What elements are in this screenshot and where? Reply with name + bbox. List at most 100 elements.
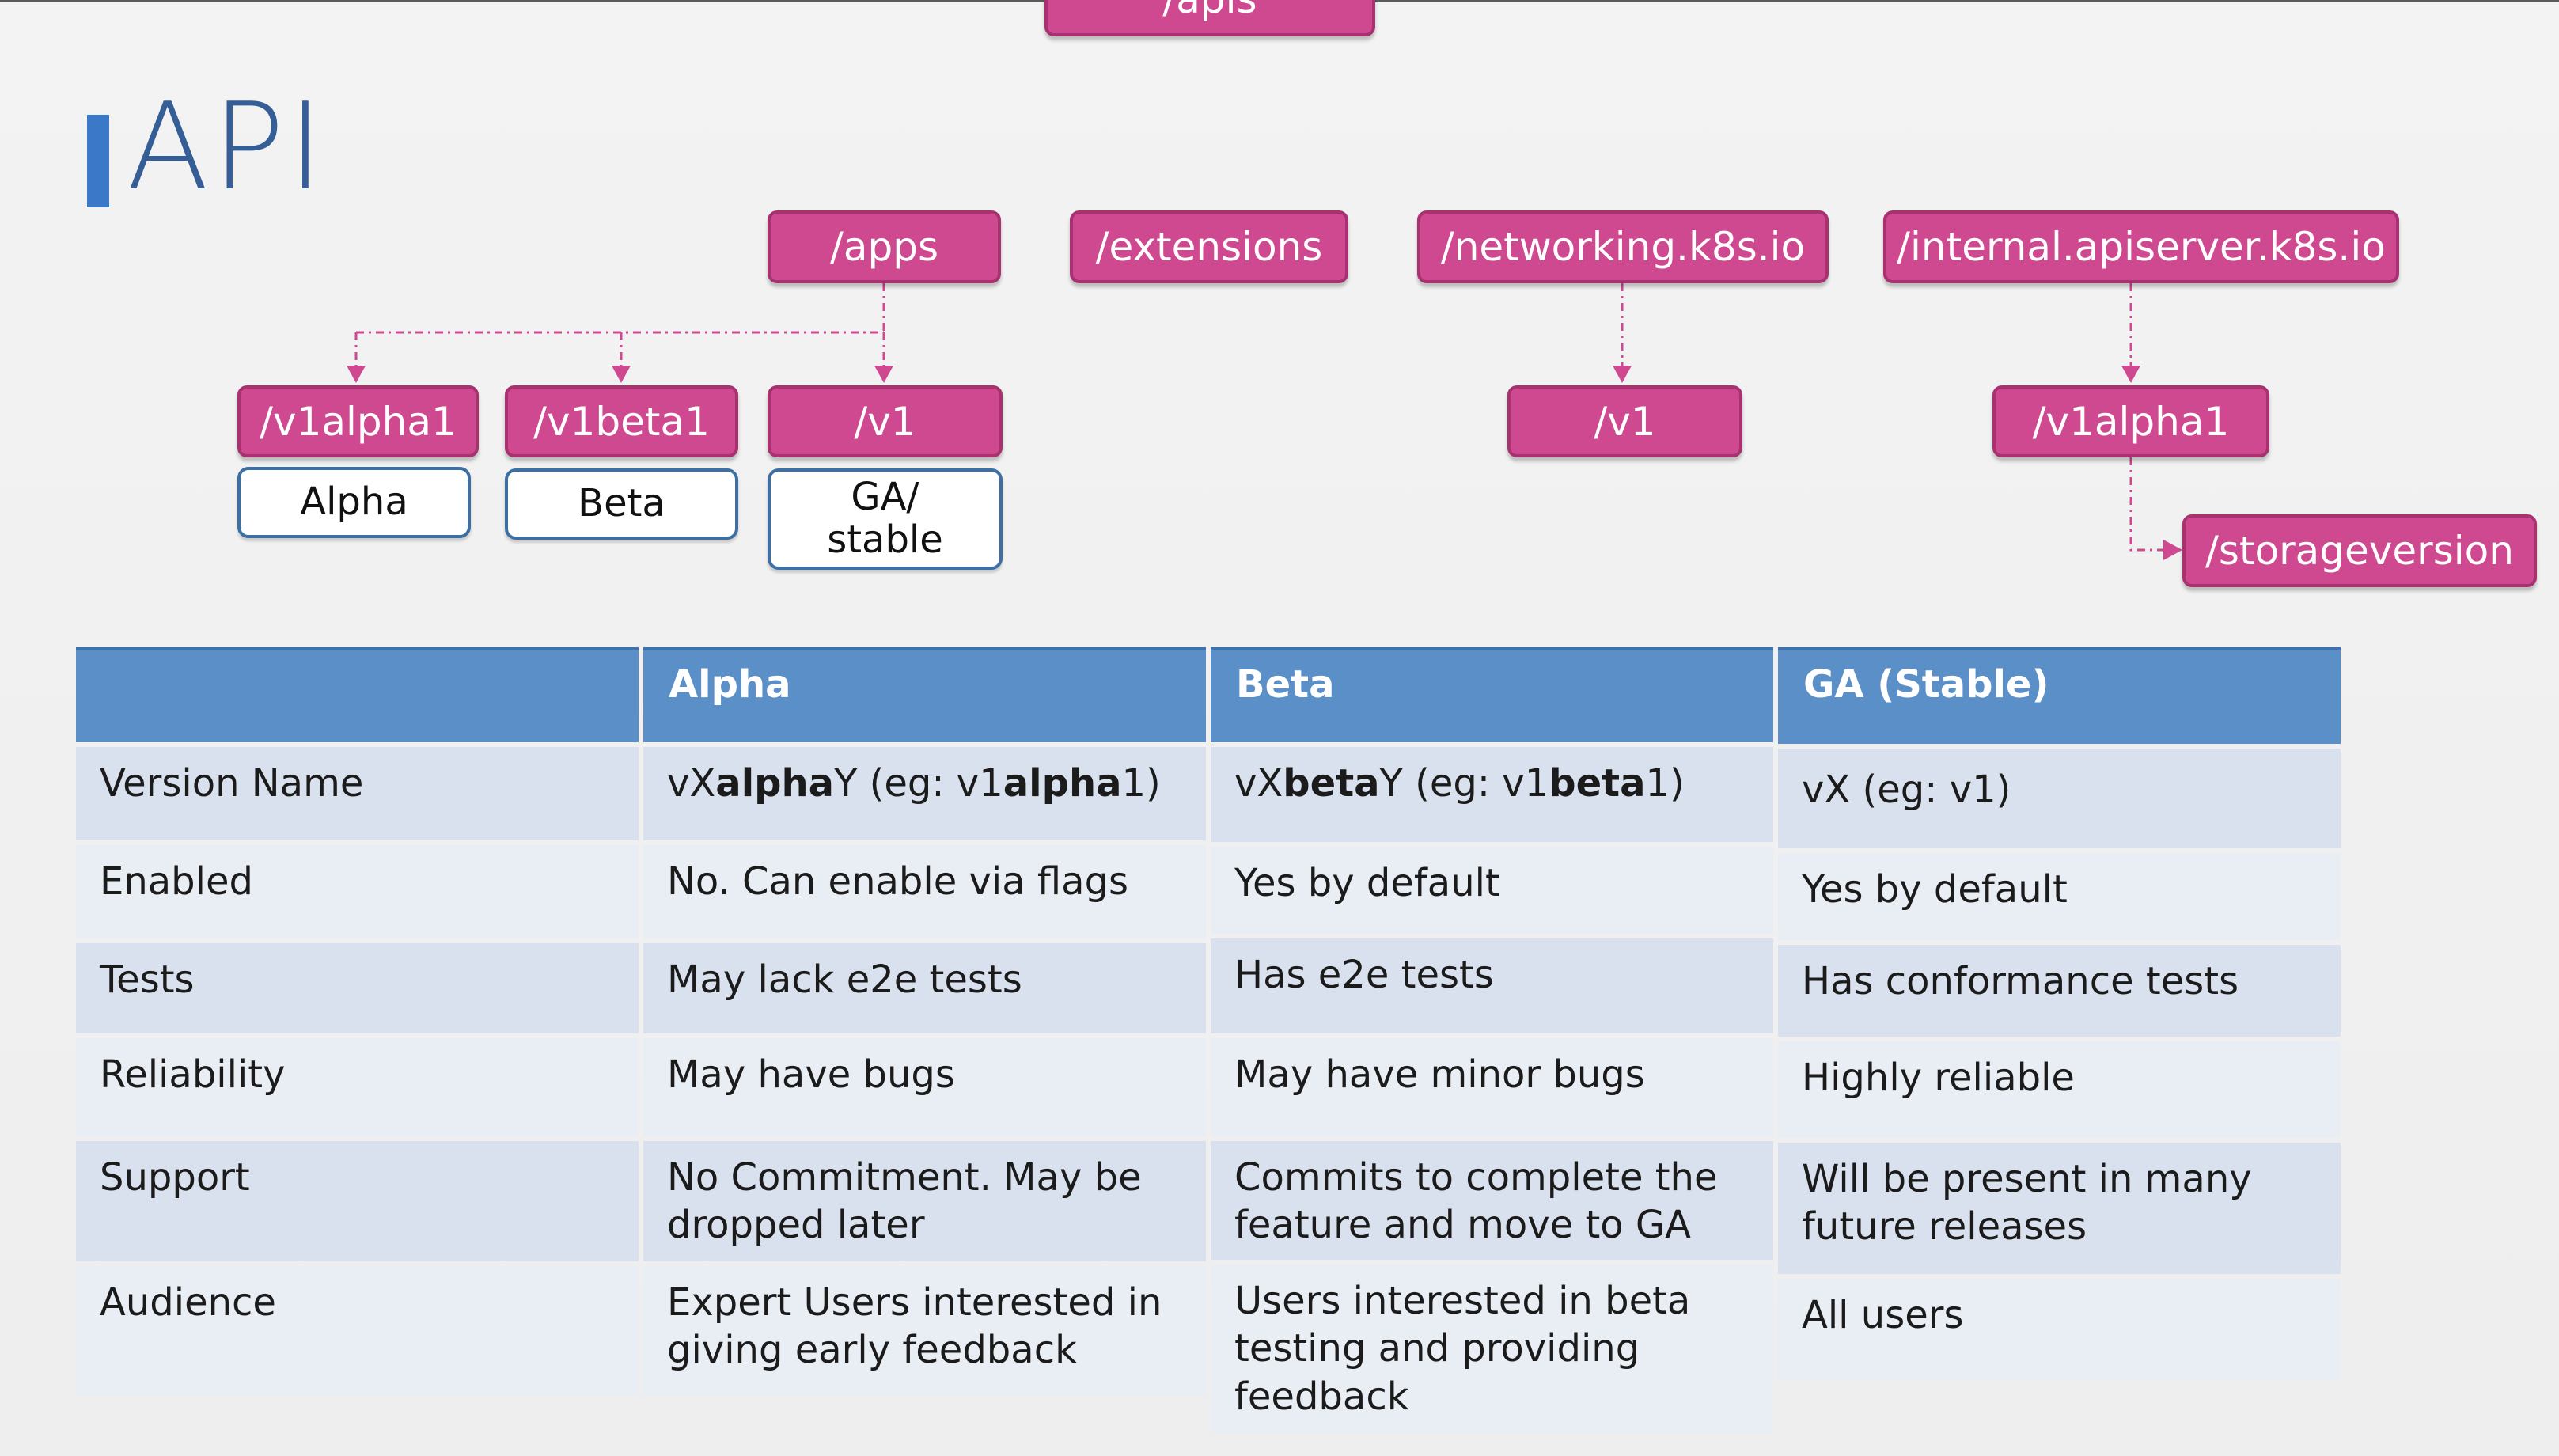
node-apps: /apps (768, 210, 1001, 283)
cell-beta-reliability-text: May have minor bugs (1234, 1052, 1645, 1097)
row-label-support-text: Support (100, 1155, 250, 1200)
cell-beta-support-line1: Commits to complete the (1234, 1155, 1718, 1200)
label-alpha-text: Alpha (300, 480, 408, 525)
cell-beta-vn-b: beta (1283, 761, 1380, 806)
row-label-tests-text: Tests (100, 957, 195, 1002)
node-apis-root: /apis (1044, 0, 1375, 36)
arrow-v1alpha1 (347, 366, 366, 383)
node-internal-apiserver-label: /internal.apiserver.k8s.io (1897, 224, 2386, 270)
cell-ga-support-line2: future releases (1802, 1204, 2087, 1249)
node-extensions-label: /extensions (1095, 224, 1323, 270)
label-ga-stable: GA/ stable (768, 468, 1003, 570)
node-networking-label: /networking.k8s.io (1440, 224, 1806, 270)
cell-ga-support-line1: Will be present in many (1802, 1157, 2252, 1201)
node-internal-v1alpha1: /v1alpha1 (1992, 385, 2269, 457)
table-header-alpha: Alpha (643, 647, 1206, 742)
cell-alpha-audience: Expert Users interested in giving early … (643, 1266, 1206, 1396)
row-label-tests: Tests (76, 943, 639, 1033)
cell-beta-tests: Has e2e tests (1211, 938, 1773, 1033)
node-storageversion-label: /storageversion (2205, 528, 2514, 574)
node-apps-label: /apps (829, 224, 938, 270)
row-label-reliability-text: Reliability (100, 1052, 286, 1097)
cell-ga-audience: All users (1778, 1279, 2341, 1380)
cell-ga-version-name: vX (eg: v1) (1778, 749, 2341, 848)
cell-ga-support: Will be present in many future releases (1778, 1143, 2341, 1274)
arrow-networking-v1 (1613, 366, 1632, 383)
table-header-beta-label: Beta (1236, 662, 1335, 707)
cell-beta-enabled: Yes by default (1211, 847, 1773, 934)
cell-beta-vn-a: vX (1234, 761, 1283, 806)
table-header-alpha-label: Alpha (669, 662, 791, 707)
cell-alpha-vn-b: alpha (715, 761, 835, 806)
cell-ga-reliability: Highly reliable (1778, 1041, 2341, 1138)
cell-beta-audience: Users interested in beta testing and pro… (1211, 1265, 1773, 1434)
node-internal-apiserver: /internal.apiserver.k8s.io (1883, 210, 2399, 283)
node-internal-v1alpha1-label: /v1alpha1 (2032, 398, 2230, 445)
table-header-ga: GA (Stable) (1778, 647, 2341, 744)
slide-title: API (127, 77, 327, 217)
cell-beta-tests-text: Has e2e tests (1234, 953, 1494, 997)
cell-alpha-reliability: May have bugs (643, 1038, 1206, 1136)
cell-alpha-reliability-text: May have bugs (667, 1052, 955, 1097)
row-label-audience: Audience (76, 1266, 639, 1396)
arrow-storageversion (2163, 540, 2182, 560)
cell-beta-support: Commits to complete the feature and move… (1211, 1141, 1773, 1260)
cell-ga-reliability-text: Highly reliable (1802, 1056, 2075, 1100)
cell-alpha-vn-e: 1) (1121, 761, 1161, 806)
cell-alpha-vn-d: alpha (1003, 761, 1122, 806)
cell-alpha-enabled: No. Can enable via flags (643, 845, 1206, 938)
connector-v1alpha1-to-storageversion (2129, 457, 2171, 554)
cell-beta-support-line2: feature and move to GA (1234, 1203, 1691, 1248)
node-apps-v1: /v1 (768, 385, 1003, 457)
cell-alpha-support: No Commitment. May be dropped later (643, 1141, 1206, 1261)
table-header-ga-label: GA (Stable) (1803, 662, 2049, 707)
row-label-version-name: Version Name (76, 747, 639, 840)
cell-alpha-version-name: vXalphaY (eg: v1alpha1) (643, 747, 1206, 840)
row-label-reliability: Reliability (76, 1038, 639, 1136)
cell-beta-vn-d: beta (1549, 761, 1646, 806)
cell-beta-audience-line3: feedback (1234, 1374, 1409, 1419)
node-networking: /networking.k8s.io (1417, 210, 1829, 283)
node-apis-label: /apis (1162, 0, 1257, 22)
cell-alpha-support-line2: dropped later (667, 1203, 925, 1248)
row-label-audience-text: Audience (100, 1280, 276, 1325)
node-apps-v1alpha1-label: /v1alpha1 (260, 398, 457, 445)
row-label-support: Support (76, 1141, 639, 1261)
arrow-v1 (874, 366, 893, 383)
cell-alpha-enabled-text: No. Can enable via flags (667, 859, 1129, 904)
cell-ga-enabled-text: Yes by default (1802, 867, 2068, 912)
cell-beta-audience-line1: Users interested in beta (1234, 1279, 1691, 1323)
node-extensions: /extensions (1070, 210, 1348, 283)
cell-beta-enabled-text: Yes by default (1234, 861, 1500, 905)
cell-alpha-vn-a: vX (667, 761, 716, 806)
table-header-beta: Beta (1211, 647, 1773, 742)
cell-alpha-support-line1: No Commitment. May be (667, 1155, 1142, 1200)
cell-ga-tests-text: Has conformance tests (1802, 959, 2239, 1003)
node-apps-v1beta1-label: /v1beta1 (533, 398, 710, 445)
cell-beta-version-name: vXbetaY (eg: v1beta1) (1211, 747, 1773, 842)
row-label-enabled-text: Enabled (100, 859, 253, 904)
cell-alpha-tests: May lack e2e tests (643, 943, 1206, 1033)
arrow-internal-v1alpha1 (2121, 366, 2140, 383)
row-label-enabled: Enabled (76, 845, 639, 938)
table-header-empty (76, 647, 639, 742)
cell-alpha-audience-line2: giving early feedback (667, 1328, 1077, 1373)
cell-ga-version-name-text: vX (eg: v1) (1802, 768, 2011, 812)
cell-ga-tests: Has conformance tests (1778, 945, 2341, 1037)
node-apps-v1-label: /v1 (854, 398, 916, 445)
cell-beta-vn-e: 1) (1645, 761, 1685, 806)
cell-alpha-vn-c: Y (eg: v1 (834, 761, 1003, 806)
cell-beta-audience-line2: testing and providing (1234, 1326, 1640, 1371)
label-ga-line1: GA/ (851, 475, 919, 520)
label-beta: Beta (505, 468, 738, 540)
node-networking-v1-label: /v1 (1594, 398, 1656, 445)
title-accent-bar (87, 115, 109, 207)
node-storageversion: /storageversion (2182, 514, 2537, 587)
cell-beta-reliability: May have minor bugs (1211, 1038, 1773, 1136)
node-apps-v1alpha1: /v1alpha1 (237, 385, 479, 457)
cell-alpha-tests-text: May lack e2e tests (667, 957, 1022, 1002)
label-alpha: Alpha (237, 467, 471, 538)
label-ga-line2: stable (827, 518, 943, 562)
label-beta-text: Beta (578, 481, 665, 526)
